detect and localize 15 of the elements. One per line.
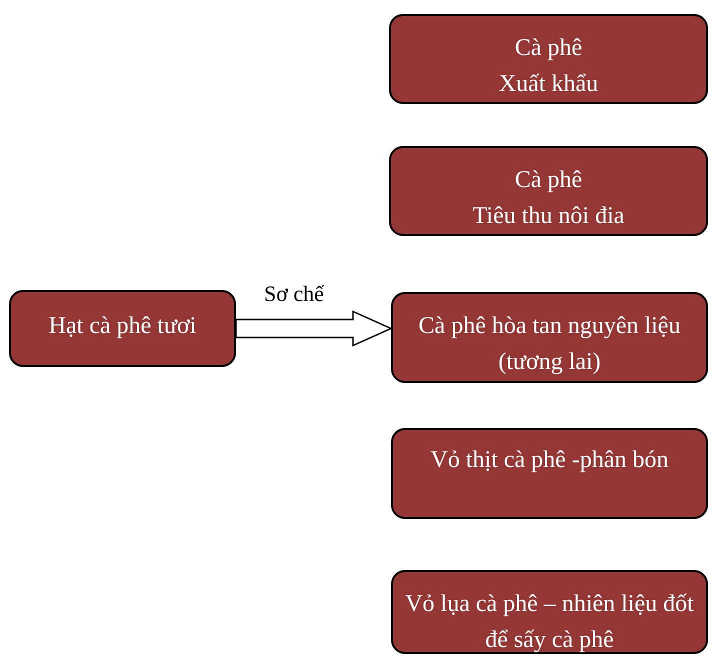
- box-text: Hạt cà phê tươi: [48, 312, 196, 341]
- box-text: Cà phê: [514, 166, 582, 195]
- process-box: [391, 292, 708, 383]
- process-box: [391, 570, 708, 654]
- box-text: Xuất khẩu: [498, 70, 598, 99]
- process-box: [389, 14, 708, 104]
- box-text: Vỏ lụa cà phê – nhiên liệu đốt để sấy cà phê: [404, 590, 695, 655]
- box-text: Vỏ thịt cà phê -phân bón: [430, 446, 668, 475]
- process-box: [389, 146, 708, 236]
- box-text: Tiêu thu nôi đia: [472, 202, 624, 231]
- box-text: Cà phê hòa tan nguyên liệu (tương lai): [418, 312, 682, 377]
- process-box: [391, 428, 708, 519]
- box-text: Cà phê: [514, 34, 582, 63]
- block-arrow: [235, 310, 393, 347]
- process-box: [9, 290, 236, 367]
